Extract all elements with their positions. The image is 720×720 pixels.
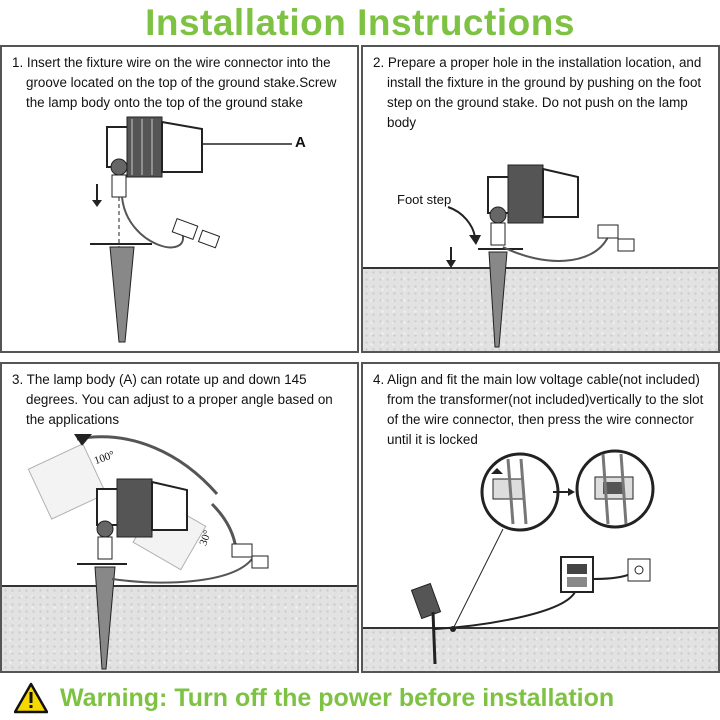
lamp-body-icon	[106, 116, 203, 198]
step-4-text: 4. Align and fit the main low voltage ca…	[373, 372, 704, 447]
foot-step-label: Foot step	[397, 192, 452, 207]
ground-area	[2, 585, 357, 671]
page-title: Installation Instructions	[145, 2, 575, 43]
step-2-illustration	[446, 164, 635, 348]
step-2-panel: 2. Prepare a proper hole in the installa…	[361, 45, 720, 353]
step-1-illustration	[90, 116, 292, 343]
ground-stake-icon	[90, 243, 152, 343]
power-outlet-icon	[627, 558, 651, 582]
warning-text: Warning: Turn off the power before insta…	[60, 683, 615, 712]
step-1-panel: 1. Insert the fixture wire on the wire c…	[0, 45, 359, 353]
warning-triangle-icon	[14, 682, 48, 714]
step-1-text: 1. Insert the fixture wire on the wire c…	[12, 55, 337, 110]
warning-banner: Warning: Turn off the power before insta…	[14, 678, 714, 718]
connector-detail-after-icon	[575, 449, 655, 529]
step-3-text: 3. The lamp body (A) can rotate up and d…	[12, 372, 333, 427]
ground-area	[363, 267, 718, 351]
step-3-illustration	[27, 434, 269, 670]
step-3-panel: 3. The lamp body (A) can rotate up and d…	[0, 362, 359, 673]
ground-area	[363, 627, 718, 671]
step-2-text: 2. Prepare a proper hole in the installa…	[373, 55, 702, 130]
step-4-panel: 4. Align and fit the main low voltage ca…	[361, 362, 720, 673]
step-4-illustration	[410, 449, 655, 665]
label-a: A	[295, 134, 306, 151]
connector-detail-before-icon	[480, 452, 560, 532]
transformer-icon	[560, 556, 594, 593]
